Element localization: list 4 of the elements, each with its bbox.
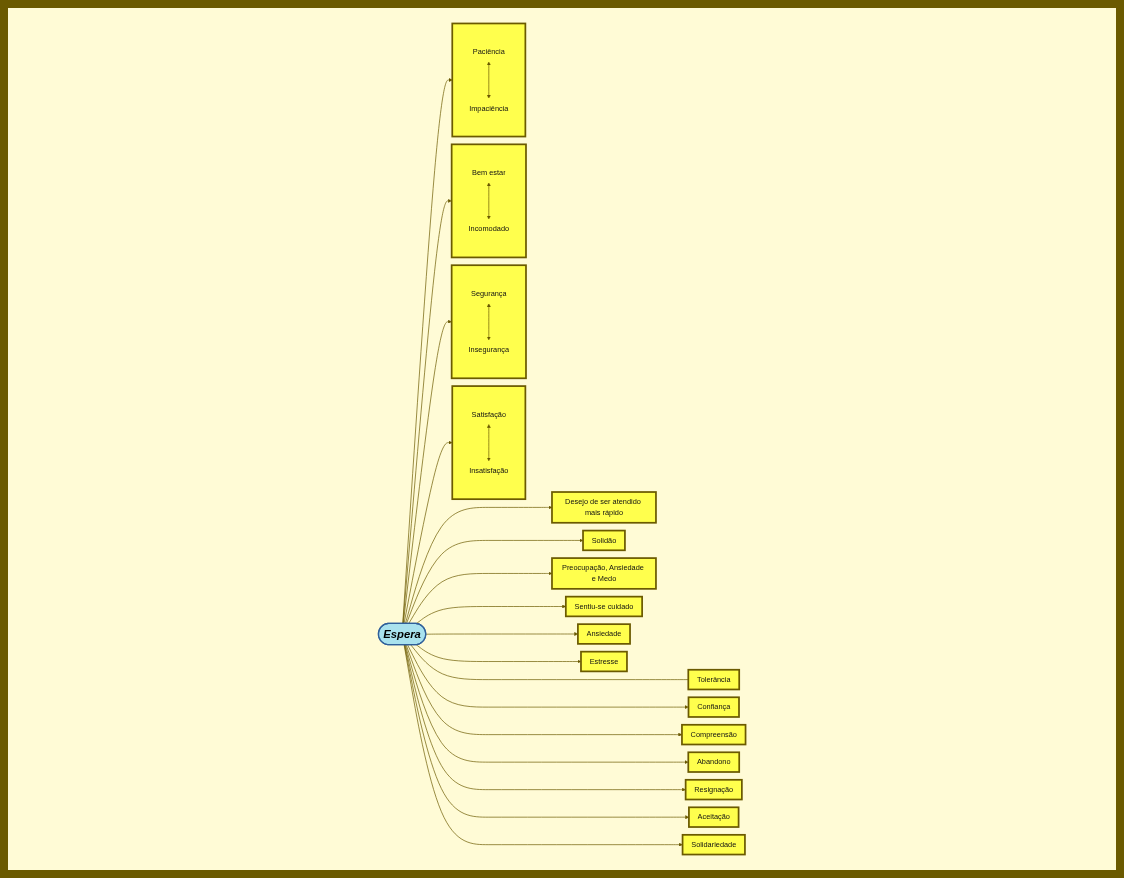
cluster xyxy=(450,143,527,259)
cluster xyxy=(451,22,527,138)
cluster xyxy=(450,264,527,380)
cluster xyxy=(451,385,527,501)
